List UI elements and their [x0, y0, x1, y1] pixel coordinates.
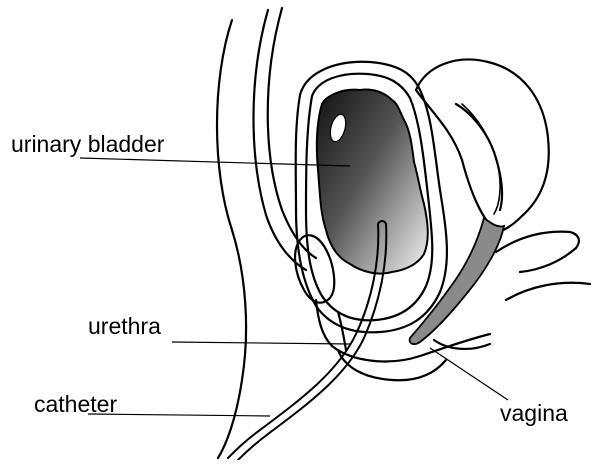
label-catheter: catheter [34, 393, 117, 416]
leader-urinary-bladder [80, 158, 350, 166]
bladder-lumen [317, 89, 428, 273]
uterus-cavity [462, 104, 500, 214]
leader-urethra [172, 342, 350, 344]
perineum-fold-2 [506, 283, 590, 300]
leader-lines [80, 158, 508, 416]
perineum-fold [496, 232, 579, 272]
label-vagina: vagina [500, 402, 568, 425]
abdominal-wall-outer [217, 20, 246, 458]
label-urethra: urethra [88, 315, 161, 338]
leader-vagina [430, 348, 508, 400]
abdominal-wall-inner-1 [254, 10, 307, 270]
uterus-outer [416, 60, 549, 232]
label-urinary-bladder: urinary bladder [11, 133, 164, 156]
